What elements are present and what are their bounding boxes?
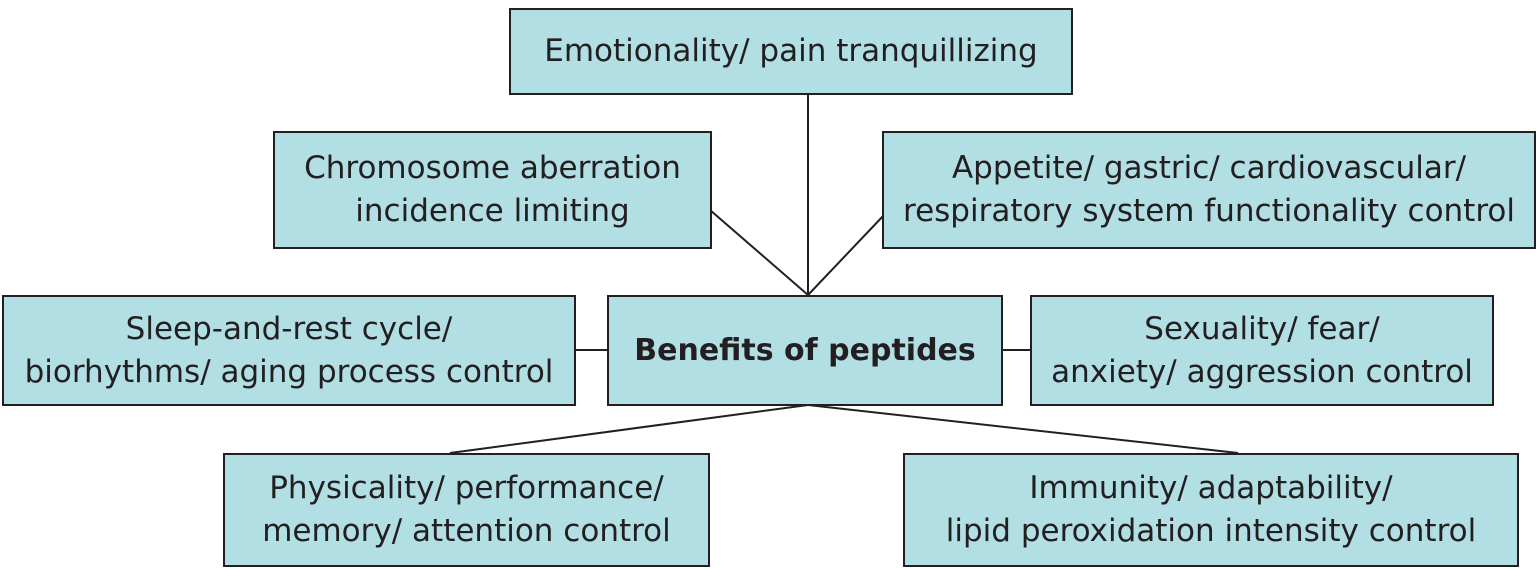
node-sleep-text-line-2: biorhythms/ aging process control <box>24 353 554 390</box>
connector-center-to-immunity <box>807 404 1239 454</box>
node-appetite-text-line-1: Appetite/ gastric/ cardiovascular/ <box>951 150 1467 187</box>
node-sleep-cycle: Sleep-and-rest cycle/biorhythms/ aging p… <box>2 295 576 406</box>
connector-center-to-appetite <box>807 213 886 296</box>
node-benefits-of-peptides: Benefits of peptides <box>607 295 1003 406</box>
node-immunity-text-line-1: Immunity/ adaptability/ <box>1029 470 1393 507</box>
node-chromosome-text-line-1: Chromosome aberration <box>304 150 681 187</box>
node-immunity-text-line-2: lipid peroxidation intensity control <box>945 513 1477 549</box>
node-chromosome-aberration: Chromosome aberration incidence limiting <box>273 131 712 249</box>
node-appetite-control: Appetite/ gastric/ cardiovascular/respir… <box>882 131 1536 249</box>
node-sleep-text-line-1: Sleep-and-rest cycle/ <box>125 310 453 347</box>
center-title-text-line-1: Benefits of peptides <box>634 332 976 368</box>
node-appetite-text-line-2: respiratory system functionality control <box>903 193 1515 229</box>
node-emotionality-text-line-1: Emotionality/ pain tranquillizing <box>544 33 1038 70</box>
node-chromosome-text-line-2: incidence limiting <box>355 193 630 229</box>
node-emotionality: Emotionality/ pain tranquillizing <box>509 8 1073 95</box>
node-physicality-text-line-2: memory/ attention control <box>262 513 671 549</box>
node-sexuality-control: Sexuality/ fear/anxiety/ aggression cont… <box>1030 295 1494 406</box>
connector-center-to-physicality <box>449 404 809 454</box>
node-immunity-control: Immunity/ adaptability/lipid peroxidatio… <box>903 453 1519 567</box>
connector-center-to-chromosome <box>709 209 809 296</box>
node-physicality-control: Physicality/ performance/memory/ attenti… <box>223 453 710 567</box>
node-sexuality-text-line-2: anxiety/ aggression control <box>1051 353 1473 390</box>
node-sexuality-text-line-1: Sexuality/ fear/ <box>1144 310 1380 347</box>
node-physicality-text-line-1: Physicality/ performance/ <box>269 470 664 507</box>
